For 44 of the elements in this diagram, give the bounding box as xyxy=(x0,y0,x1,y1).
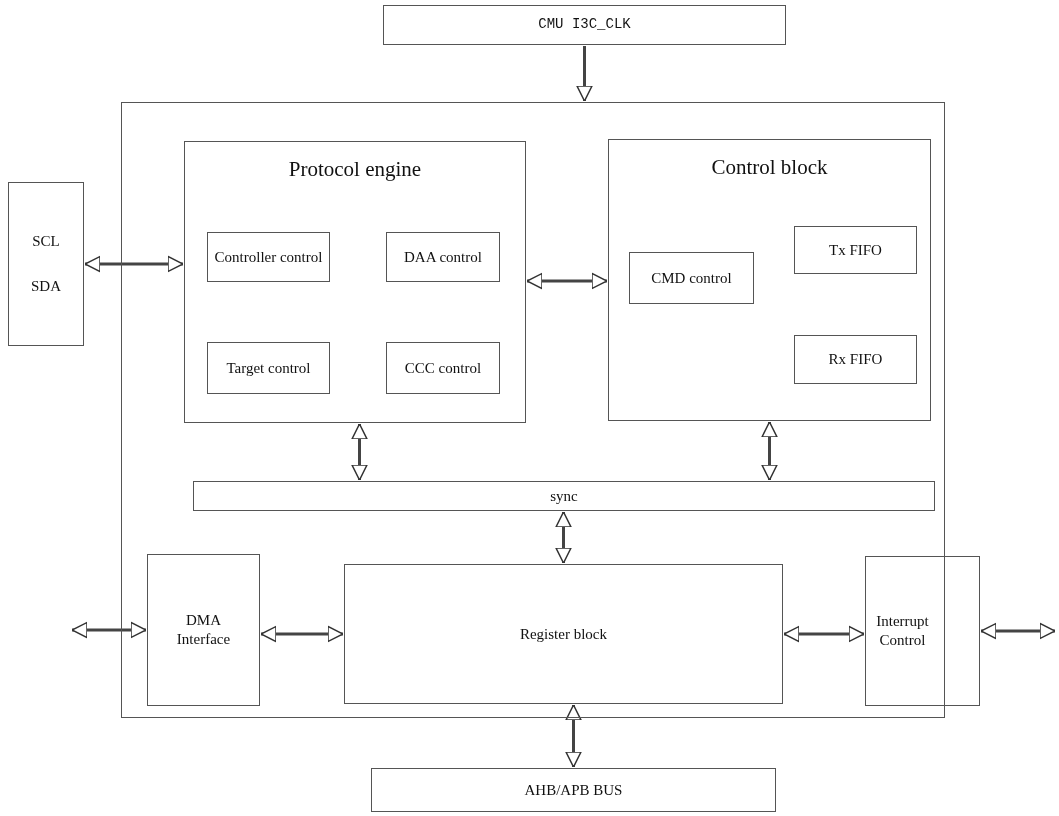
block-label: SCL xyxy=(32,232,60,251)
block-label: CCC control xyxy=(404,358,482,378)
bus-box xyxy=(371,768,776,812)
double-arrow xyxy=(260,625,344,643)
control-block xyxy=(608,139,931,421)
double-arrow xyxy=(555,511,572,564)
block-label: Rx FIFO xyxy=(828,350,883,369)
interrupt-box xyxy=(865,556,980,706)
block-label: Target control xyxy=(226,358,311,378)
double-arrow xyxy=(980,622,1056,640)
double-arrow xyxy=(71,621,147,639)
double-arrow xyxy=(565,704,582,768)
double-arrow xyxy=(526,272,608,290)
block-label: Tx FIFO xyxy=(829,240,882,260)
control-box xyxy=(386,342,500,394)
fifo-box xyxy=(794,226,917,274)
block-label: sync xyxy=(550,486,578,506)
double-arrow xyxy=(783,625,865,643)
block-label: CMU I3C_CLK xyxy=(538,16,631,34)
control-box xyxy=(207,342,330,394)
block-label: DAA control xyxy=(404,247,482,267)
block-label: CMD control xyxy=(651,268,732,288)
double-arrow xyxy=(761,421,778,481)
arrow xyxy=(576,46,593,102)
control-box xyxy=(629,252,754,304)
clock-source-box xyxy=(383,5,786,45)
block-label: Controller control xyxy=(214,247,323,267)
double-arrow xyxy=(351,423,368,481)
block-label: AHB/APB BUS xyxy=(524,780,623,800)
fifo-box xyxy=(794,335,917,384)
block-title: Control block xyxy=(711,154,828,181)
interface-box xyxy=(147,554,260,706)
block-label: SDA xyxy=(31,277,61,296)
engine-block xyxy=(184,141,526,423)
block-title: Protocol engine xyxy=(288,156,422,183)
block-label: Interrupt Control xyxy=(875,612,930,650)
block-label: Register block xyxy=(519,624,608,644)
register-block xyxy=(344,564,783,704)
double-arrow xyxy=(84,255,184,273)
sync-bar xyxy=(193,481,935,511)
block-label: DMA Interface xyxy=(175,611,232,649)
control-box xyxy=(207,232,330,282)
control-box xyxy=(386,232,500,282)
pin-box xyxy=(8,182,84,346)
